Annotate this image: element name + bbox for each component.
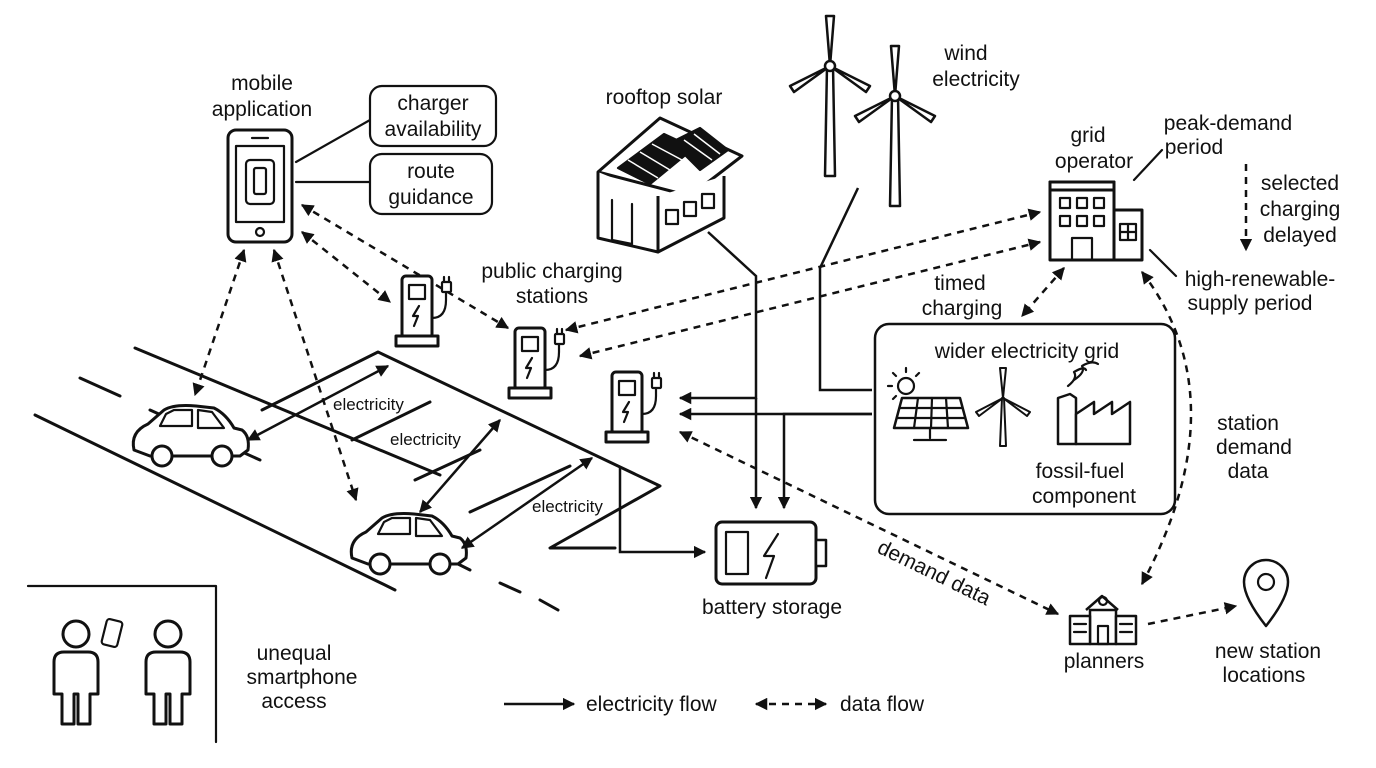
mobile-label-2: application [212, 98, 312, 121]
grid-electricity-flows [678, 407, 872, 510]
car-icon [349, 512, 468, 576]
new-station-label-2: locations [1223, 664, 1306, 687]
timed-charging-label-1: timed [934, 272, 985, 295]
fossil-fuel-label-1: fossil-fuel [1036, 460, 1125, 483]
smartphone-icon [226, 128, 294, 244]
svg-text:high-renewable-supply period: high-renewable-supply period [1185, 268, 1336, 315]
rooftop-solar-label: rooftop solar [606, 86, 723, 109]
wider-grid-label: wider electricity grid [934, 340, 1119, 363]
wind-label-1: wind [943, 42, 987, 65]
charging-station-icon [394, 274, 453, 348]
wind-label-2: electricity [932, 68, 1020, 91]
mobile-app-node: mobile application charger availability ro… [212, 72, 498, 244]
route-guidance-1: route [407, 160, 455, 183]
battery-icon [714, 520, 828, 586]
legend: electricity flow data flow [504, 693, 925, 716]
smartphone-icon [100, 617, 124, 649]
car-icon [131, 404, 250, 468]
timed-charging-label-2: charging [922, 297, 1003, 320]
solar-panel-icon [886, 366, 970, 442]
new-station-label-1: new station [1215, 640, 1321, 663]
charging-station-icon [507, 326, 566, 400]
unequal-label-3: access [261, 690, 326, 713]
electricity-label-1: electricity [333, 395, 404, 414]
station-demand-label-2: demand [1216, 436, 1292, 459]
selected-label-1: selected [1261, 172, 1339, 195]
grid-operator-label-2: operator [1055, 150, 1133, 173]
planners-label: planners [1064, 650, 1145, 673]
car-electricity-flows: electricity electricity electricity [246, 364, 603, 550]
station-demand-label-3: data [1228, 460, 1269, 483]
demand-data-label: demand data [874, 536, 995, 611]
selected-label-3: delayed [1263, 224, 1337, 247]
battery-storage-label: battery storage [702, 596, 842, 619]
selected-label-2: charging [1260, 198, 1341, 221]
office-building-icon [1048, 180, 1144, 262]
school-building-icon [1068, 594, 1138, 646]
charger-availability-1: charger [397, 92, 468, 115]
factory-icon [1056, 361, 1132, 446]
unequal-label-2: smartphone [247, 666, 358, 689]
electricity-label-2: electricity [390, 430, 461, 449]
location-pin-icon [1242, 558, 1290, 628]
peak-demand-label-2: period [1165, 136, 1223, 159]
house-solar-icon [596, 116, 744, 254]
route-guidance-2: guidance [388, 186, 473, 209]
legend-electricity-label: electricity flow [586, 693, 718, 716]
person-icon [52, 619, 100, 726]
fossil-fuel-label-2: component [1032, 485, 1136, 508]
charging-station-icon [604, 370, 663, 444]
wind-turbine-icon [853, 44, 937, 208]
battery-storage-node: battery storage [702, 520, 842, 619]
public-charging-label-1: public charging [481, 260, 622, 283]
legend-data-label: data flow [840, 693, 925, 716]
station-demand-label-1: station [1217, 412, 1279, 435]
peak-demand-label-1: peak-demand [1164, 112, 1292, 135]
high-renewable-label-1: high-renewable- [1185, 268, 1336, 291]
grid-operator-label-1: grid [1070, 124, 1105, 147]
high-renewable-label-2: supply period [1188, 292, 1313, 315]
charger-availability-2: availability [385, 118, 482, 141]
road [33, 346, 707, 612]
public-charging-label-2: stations [516, 285, 588, 308]
charger-availability-box [368, 84, 498, 148]
mobile-label-1: mobile [231, 72, 293, 95]
wind-turbine-icon [788, 14, 872, 178]
rooftop-solar-node: rooftop solar [596, 86, 763, 510]
person-icon [144, 619, 192, 726]
unequal-label-1: unequal [257, 642, 332, 665]
electricity-label-3: electricity [532, 497, 603, 516]
